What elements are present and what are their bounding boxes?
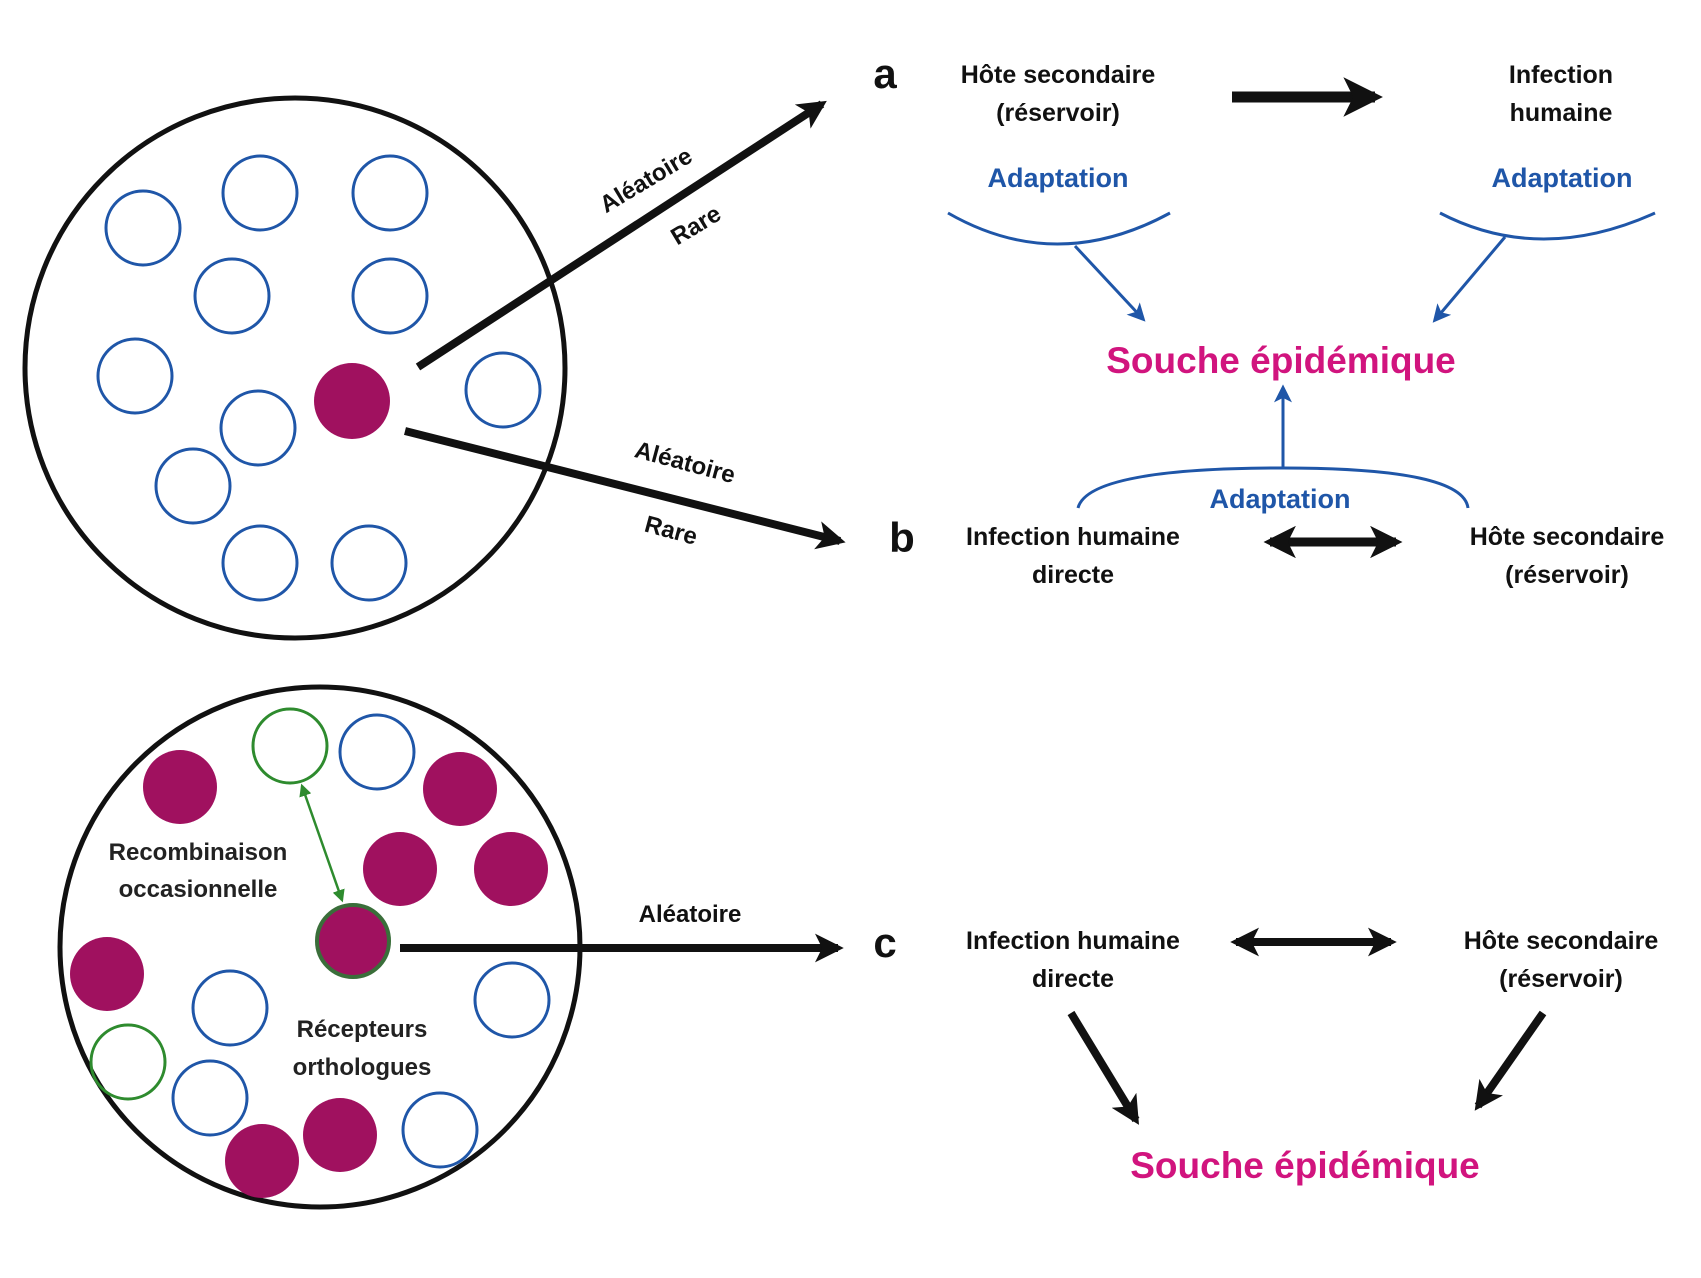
arrow-a-label-random: Aléatoire — [595, 143, 697, 219]
receptor-label-line1: Récepteurs — [297, 1016, 428, 1043]
virus-strain — [154, 447, 232, 525]
top-population-outline — [22, 95, 568, 641]
arrow-b-label-rare: Rare — [642, 511, 701, 551]
recombination-link — [299, 783, 345, 903]
virus-strain — [330, 524, 408, 602]
virus-strain — [473, 961, 551, 1039]
c-human-line1: Infection humaine — [966, 927, 1180, 955]
green-strain — [89, 1023, 167, 1101]
emergent-strain — [474, 832, 548, 906]
emergent-strain — [303, 1098, 377, 1172]
c-human-line2: directe — [1032, 965, 1114, 993]
a-souche-epidemique: Souche épidémique — [1106, 340, 1456, 381]
emergent-strain — [314, 363, 390, 439]
emergent-strain — [70, 937, 144, 1011]
virus-strain — [193, 257, 271, 335]
a-adaptation-right-arrow — [1432, 236, 1507, 323]
green-strain — [251, 707, 329, 785]
b-host-line1: Hôte secondaire — [1470, 523, 1665, 551]
a-adaptation-left: Adaptation — [988, 163, 1129, 193]
scenario-c: c Infection humaine directe Hôte seconda… — [873, 919, 1658, 1186]
a-human-line1: Infection — [1509, 61, 1613, 89]
arrow-b-label-random: Aléatoire — [632, 436, 738, 489]
emergent-strain — [423, 752, 497, 826]
virus-strain — [221, 524, 299, 602]
a-adaptation-left-arrow — [1073, 244, 1146, 322]
virus-strain — [221, 154, 299, 232]
emergent-strain — [225, 1124, 299, 1198]
arrow-a-label-rare: Rare — [666, 200, 726, 251]
c-host-line2: (réservoir) — [1499, 965, 1623, 993]
virus-strain — [96, 337, 174, 415]
recombinant-strain — [315, 903, 391, 979]
scenario-a: a Hôte secondaire (réservoir) Infection … — [873, 50, 1656, 381]
c-human-to-souche-arrow — [1067, 1010, 1140, 1125]
virus-strain — [401, 1091, 479, 1169]
a-adaptation-right-bracket — [1439, 211, 1656, 241]
a-human-line2: humaine — [1510, 99, 1613, 127]
receptor-label-line2: orthologues — [293, 1054, 432, 1081]
top-population — [22, 95, 568, 641]
b-human-line1: Infection humaine — [966, 523, 1180, 551]
virus-strain — [351, 154, 429, 232]
c-host-to-souche-arrow — [1474, 1010, 1547, 1111]
a-adaptation-left-bracket — [947, 211, 1171, 246]
scenario-a-letter: a — [873, 50, 897, 97]
recomb-label-line1: Recombinaison — [109, 839, 288, 866]
c-souche-epidemique: Souche épidémique — [1130, 1145, 1480, 1186]
emergent-strain — [363, 832, 437, 906]
virus-strain — [171, 1059, 249, 1137]
arrow-c-label-random: Aléatoire — [639, 901, 742, 928]
b-adaptation-bracket — [1076, 466, 1470, 509]
virus-strain — [219, 389, 297, 467]
scenario-b-letter: b — [889, 514, 915, 561]
scenario-c-letter: c — [873, 919, 896, 966]
virus-strain — [351, 257, 429, 335]
a-adaptation-right: Adaptation — [1492, 163, 1633, 193]
virus-strain — [104, 189, 182, 267]
arrow-to-b — [404, 427, 846, 550]
arrow-to-a — [415, 100, 827, 371]
a-host-line1: Hôte secondaire — [961, 61, 1156, 89]
emergent-strain — [143, 750, 217, 824]
virus-strain — [464, 351, 542, 429]
recomb-label-line2: occasionnelle — [119, 876, 278, 903]
b-adaptation: Adaptation — [1210, 484, 1351, 514]
bottom-population: Recombinaison occasionnelle Récepteurs o… — [57, 684, 583, 1210]
c-host-line1: Hôte secondaire — [1464, 927, 1659, 955]
a-host-line2: (réservoir) — [996, 99, 1120, 127]
scenario-b: Adaptation b Infection humaine directe H… — [889, 384, 1665, 589]
b-host-line2: (réservoir) — [1505, 561, 1629, 589]
virus-strain — [338, 713, 416, 791]
b-human-line2: directe — [1032, 561, 1114, 589]
virus-strain — [191, 969, 269, 1047]
